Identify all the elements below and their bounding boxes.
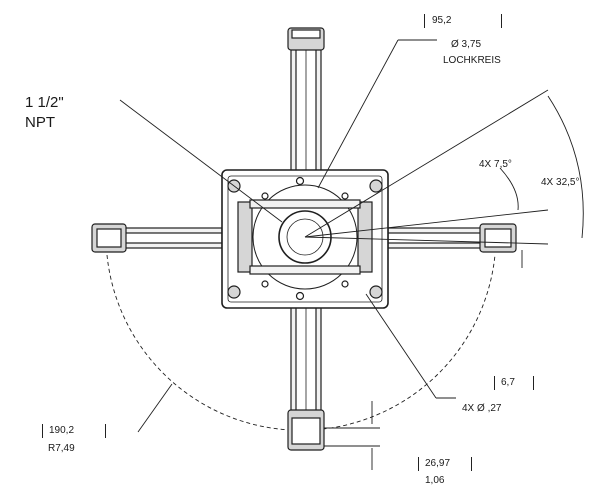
bracket-hole	[494, 376, 534, 390]
lochkreis-mm: 95,2	[432, 15, 452, 26]
corner-holes	[227, 179, 383, 299]
bolt-circle	[252, 184, 358, 290]
horizontal-arm	[91, 223, 517, 253]
arm-in: 1,06	[425, 475, 445, 486]
arm-mm: 26,97	[425, 458, 451, 469]
hole-mm: 6,7	[501, 377, 515, 388]
bolt-circle-holes	[261, 176, 349, 301]
angle-large-label: 4X 32,5°	[541, 177, 580, 188]
angle-small-label: 4X 7,5°	[479, 159, 512, 170]
bracket-lochkreis	[424, 14, 502, 28]
mounting-plate	[221, 169, 389, 309]
radius-in: R7,49	[48, 443, 75, 454]
radius-arc	[106, 254, 496, 431]
vertical-arm	[287, 27, 325, 451]
hole-in: 4X Ø ,27	[462, 403, 502, 414]
lochkreis-word: LOCHKREIS	[443, 55, 501, 66]
npt-label-line1: 1 1/2"	[25, 94, 64, 111]
bracket-radius	[42, 424, 106, 438]
leader-lines	[119, 39, 584, 470]
lochkreis-in: Ø 3,75	[451, 39, 482, 50]
bracket-arm	[418, 457, 472, 471]
npt-label-line2: NPT	[25, 114, 55, 131]
radius-mm: 190,2	[49, 425, 75, 436]
